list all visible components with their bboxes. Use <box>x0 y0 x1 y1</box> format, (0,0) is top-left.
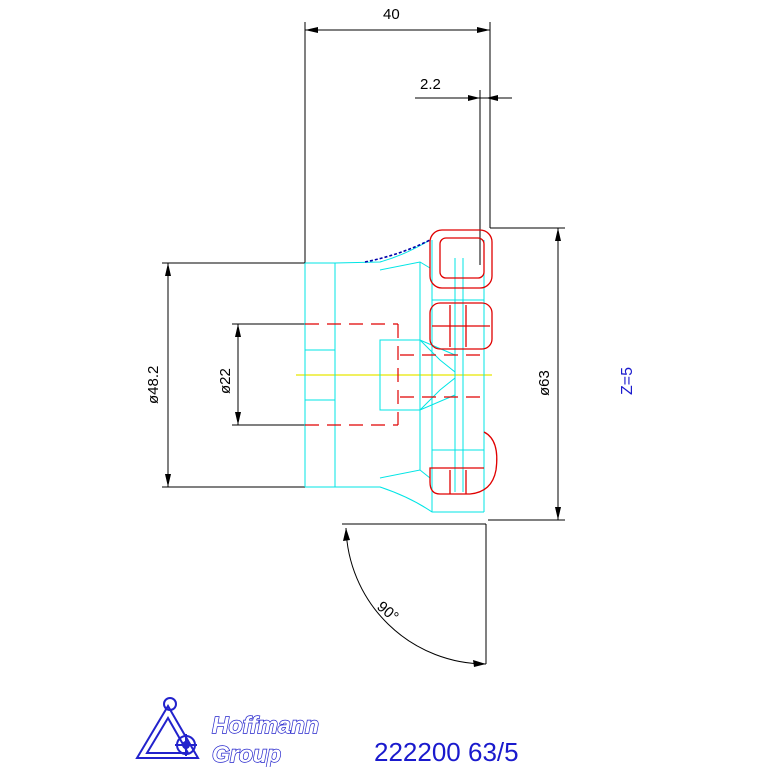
dimension-arrows <box>165 27 561 667</box>
length-dimension: 40 <box>383 6 400 23</box>
logo-wordmark-line2: Group <box>212 741 281 767</box>
cutting-inserts <box>429 229 498 495</box>
angle-dimension: 90° <box>373 598 401 626</box>
edge-highlight <box>364 239 431 263</box>
offset-dimension: 2.2 <box>420 76 441 93</box>
dimension-lines <box>162 22 565 665</box>
teeth-count-label: Z=5 <box>619 367 636 395</box>
cutter-diameter-dimension: ø63 <box>536 370 553 396</box>
bore-diameter-dimension: ø22 <box>217 368 234 394</box>
logo-emblem-icon <box>135 697 200 759</box>
hoffmann-logo: Hoffmann Group <box>135 697 320 767</box>
bore-outline <box>305 323 484 426</box>
logo-wordmark-line1: Hoffmann <box>212 712 319 738</box>
hub-diameter-dimension: ø48.2 <box>145 366 162 404</box>
part-number: 222200 63/5 <box>374 737 519 767</box>
cutter-body <box>304 239 485 513</box>
